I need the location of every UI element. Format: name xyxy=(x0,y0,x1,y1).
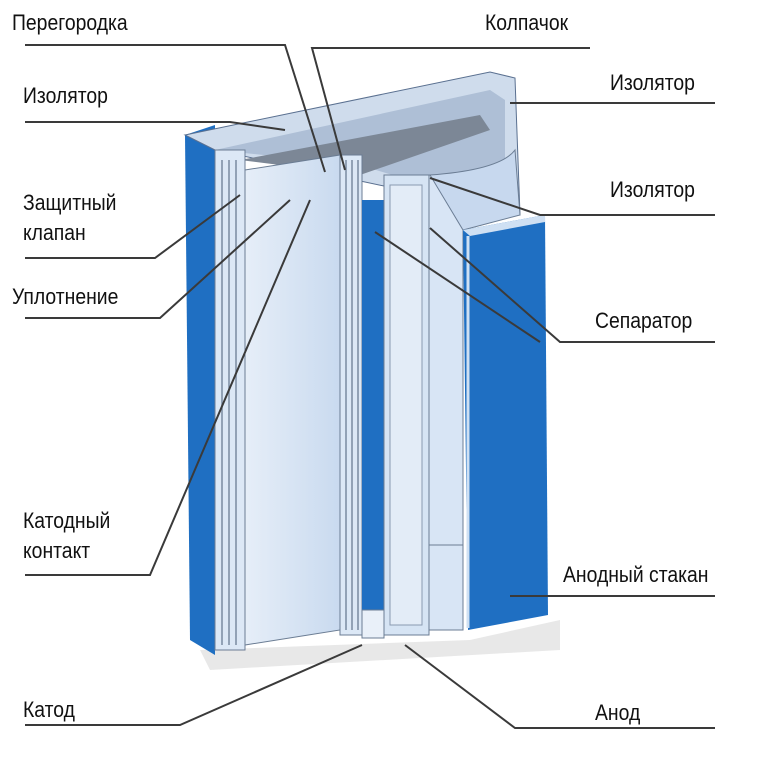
label-safety-valve-2: клапан xyxy=(23,220,86,245)
label-separator: Сепаратор xyxy=(595,308,693,333)
label-insulator-top-left: Изолятор xyxy=(23,83,108,108)
label-cathode-contact-2: контакт xyxy=(23,538,91,563)
label-anode: Анод xyxy=(595,700,641,725)
label-cathode: Катод xyxy=(23,697,75,722)
label-insulator-top-right: Изолятор xyxy=(610,70,695,95)
label-cathode-contact-1: Катодный xyxy=(23,508,111,533)
label-cap: Колпачок xyxy=(485,10,569,35)
label-partition: Перегородка xyxy=(12,10,128,35)
label-insulator-right: Изолятор xyxy=(610,177,695,202)
label-anode-can: Анодный стакан xyxy=(563,562,709,587)
label-safety-valve-1: Защитный xyxy=(23,190,117,215)
label-seal: Уплотнение xyxy=(12,284,119,309)
left-shell xyxy=(185,125,215,655)
